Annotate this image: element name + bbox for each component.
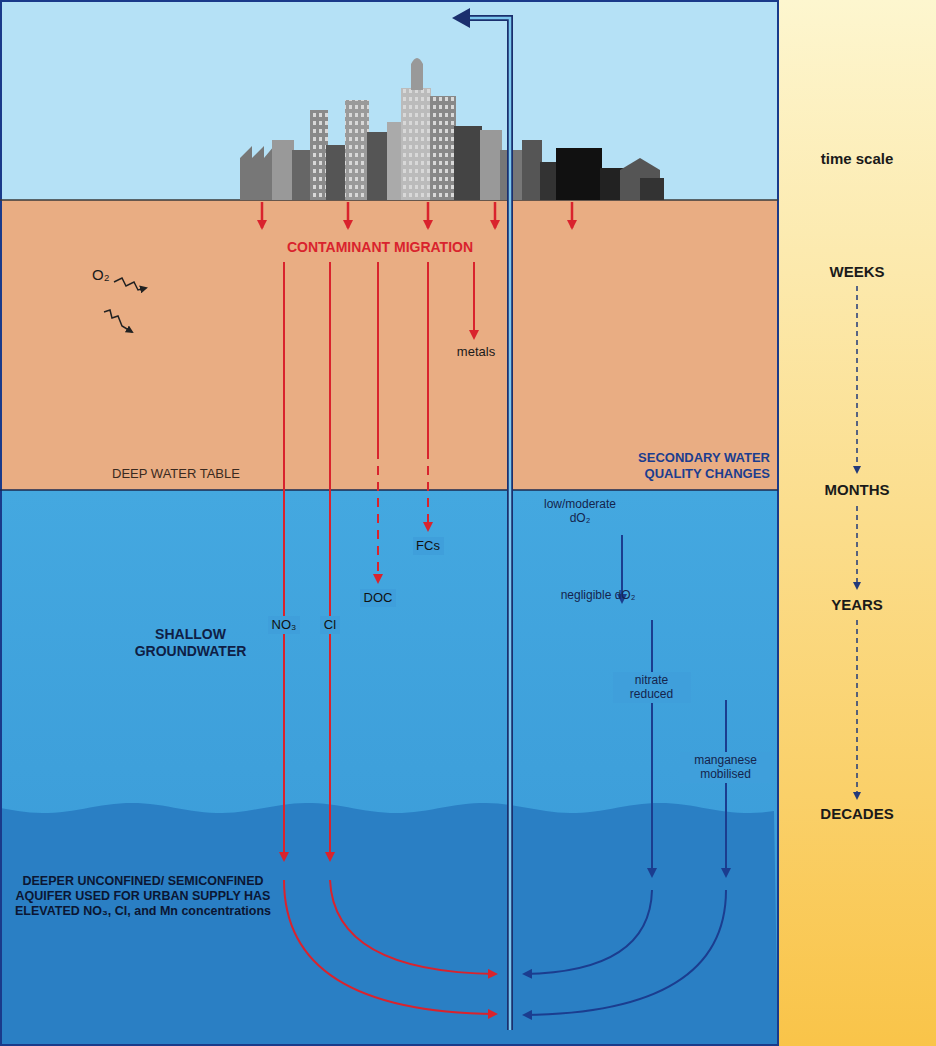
sky (0, 0, 778, 200)
time-scale-panel: time scale (778, 0, 936, 1046)
band-label: DEEPER UNCONFINED/ SEMICONFINED AQUIFER … (12, 874, 274, 919)
city-skyline (240, 58, 664, 200)
shallow-groundwater-band: SHALLOW GROUNDWATER (0, 492, 778, 804)
contaminant-label: NO₃ (268, 616, 300, 634)
time-label: YEARS (797, 596, 917, 614)
contaminant-label: DOC (360, 589, 396, 607)
process-label: negligible dO₂ (558, 588, 638, 602)
supply-well (452, 8, 510, 1030)
unsaturated-zone (0, 200, 778, 490)
secondary-heading: SECONDARY WATER QUALITY CHANGES (600, 450, 770, 481)
deep-aquifer (0, 803, 778, 1046)
contaminant-arrows (262, 202, 572, 1014)
time-label: DECADES (797, 805, 917, 823)
contaminant-label: metals (446, 344, 506, 360)
process-label: low/moderate dO₂ (537, 497, 623, 526)
shallow-groundwater (0, 490, 778, 1046)
process-label: manganese mobilised (680, 752, 772, 783)
process-label: nitrate reduced (613, 672, 691, 703)
oxygen-arrow (104, 310, 132, 332)
contaminant-label: Cl (320, 616, 340, 634)
deep-aquifer-band: DEEPER UNCONFINED/ SEMICONFINED AQUIFER … (0, 816, 778, 1046)
contaminant-label: FCs (413, 537, 444, 555)
time-panel (778, 0, 936, 1046)
band-label: SHALLOW GROUNDWATER (118, 626, 263, 660)
water-table (0, 489, 778, 491)
time-label: WEEKS (797, 263, 917, 281)
migration-heading: CONTAMINANT MIGRATION (283, 238, 477, 257)
water-table-label: DEEP WATER TABLE (101, 466, 251, 482)
time-label: MONTHS (797, 481, 917, 499)
frame (1, 1, 778, 1045)
time-arrows (856, 286, 858, 798)
oxygen-arrow (114, 278, 146, 290)
band-label: time scale (782, 150, 932, 168)
oxygen-label: O₂ (92, 266, 126, 284)
